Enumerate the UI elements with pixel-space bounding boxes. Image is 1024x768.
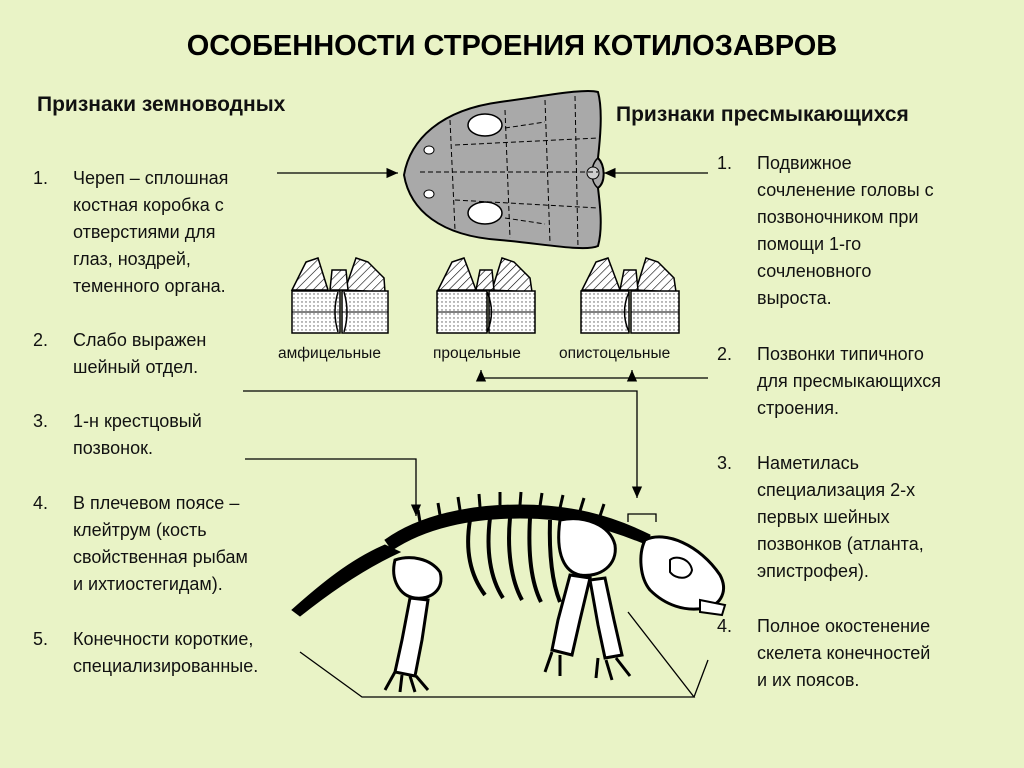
vertebra-label-opisthocoelous: опистоцельные [559,345,671,362]
amphibian-traits-heading: Признаки земноводных [37,93,286,116]
trait-number: 2. [33,330,49,350]
trait-number: 1. [33,168,49,188]
trait-text: Наметилась специализация 2-х первых шейн… [757,453,924,581]
trait-text: Позвонки типичного для пресмыкающихся ст… [757,344,942,418]
vertebra-label-procoelous: процельные [433,345,521,362]
vertebra-procoelous [436,257,536,334]
connector-lines [243,167,709,698]
trait-number: 3. [33,411,49,431]
trait-number: 2. [717,344,733,364]
trait-number: 4. [33,493,49,513]
trait-text: Череп – сплошная костная коробка с отвер… [73,168,229,296]
trait-text: Конечности короткие, специализированные. [73,629,259,676]
trait-text: Полное окостенение скелета конечностей и… [757,616,931,690]
skull-illustration [402,89,605,250]
vertebra-amphicoelous [290,257,389,334]
trait-text: Подвижное сочленение головы с позвоночни… [757,153,934,308]
reptile-traits-heading: Признаки пресмыкающихся [616,103,909,126]
trait-text: В плечевом поясе – клейтрум (кость свойс… [73,493,248,594]
cotylosaur-skeleton-illustration [291,491,727,693]
trait-text: 1-н крестцовый позвонок. [73,411,202,458]
page-title: ОСОБЕННОСТИ СТРОЕНИЯ КОТИЛОЗАВРОВ [186,30,838,62]
vertebra-label-amphicoelous: амфицельные [278,345,381,362]
trait-number: 3. [717,453,733,473]
trait-number: 5. [33,629,49,649]
trait-number: 4. [717,616,733,636]
vertebra-opisthocoelous [580,257,680,334]
trait-number: 1. [717,153,733,173]
trait-text: Слабо выражен шейный отдел. [73,330,207,377]
